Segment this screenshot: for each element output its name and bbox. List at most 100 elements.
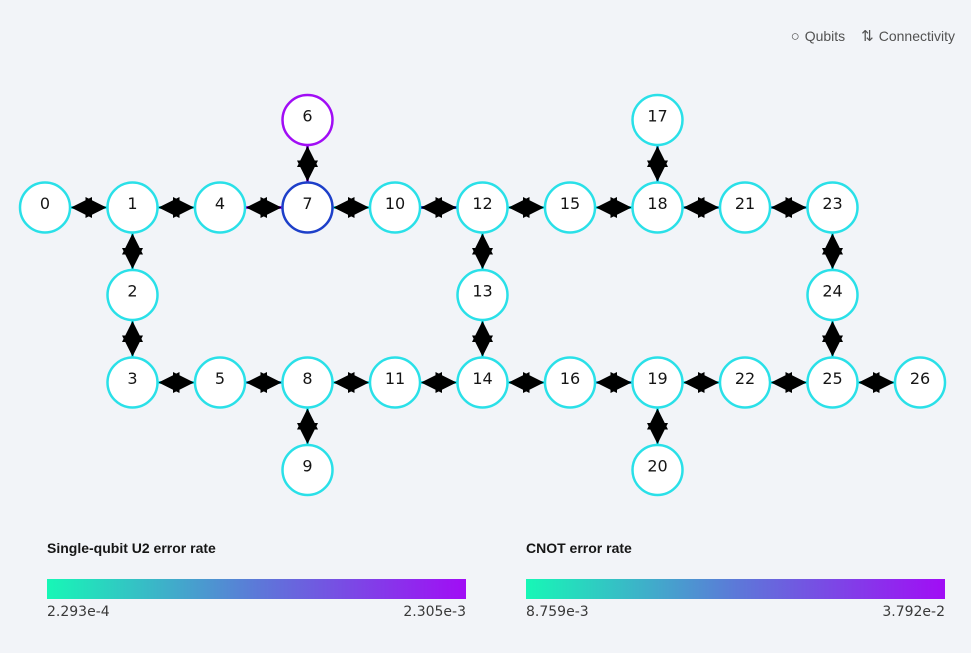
qubit-node-1[interactable]: 1 — [106, 181, 159, 234]
qubit-node-11[interactable]: 11 — [368, 356, 422, 409]
qubit-circle — [368, 181, 422, 234]
qubit-node-6[interactable]: 6 — [281, 93, 334, 147]
cnot-legend-max: 3.792e-2 — [882, 604, 945, 620]
qubit-label: 16 — [560, 369, 580, 388]
qubit-label: 20 — [647, 457, 667, 476]
qubit-node-12[interactable]: 12 — [456, 181, 509, 234]
qubit-label: 0 — [40, 194, 50, 213]
qubit-circle — [631, 356, 684, 409]
qubit-label: 15 — [560, 194, 580, 213]
u2-legend-labels: 2.293e-4 2.305e-3 — [47, 604, 466, 620]
qubit-node-8[interactable]: 8 — [281, 356, 334, 409]
qubit-circle — [543, 356, 597, 409]
qubit-circle — [281, 181, 334, 234]
qubit-node-22[interactable]: 22 — [718, 356, 772, 409]
qubit-label: 8 — [302, 369, 312, 388]
qubit-circle — [718, 356, 772, 409]
qubit-circle — [193, 181, 247, 234]
qubit-label: 19 — [647, 369, 667, 388]
qubit-node-0[interactable]: 0 — [18, 181, 72, 234]
qubit-label: 2 — [127, 282, 137, 301]
links-layer — [71, 146, 894, 444]
qubit-label: 13 — [472, 282, 492, 301]
qubit-circle — [281, 443, 334, 497]
qubit-circle — [631, 443, 684, 497]
qubit-node-5[interactable]: 5 — [193, 356, 247, 409]
qubit-label: 26 — [910, 369, 930, 388]
qubit-node-3[interactable]: 3 — [106, 356, 159, 409]
qubits-toggle-button[interactable]: ○ Qubits — [791, 28, 846, 44]
qubits-toggle-label: Qubits — [804, 28, 846, 44]
qubit-label: 23 — [822, 194, 842, 213]
circle-icon: ○ — [790, 27, 800, 45]
qubit-circle — [718, 181, 772, 234]
u2-legend-max: 2.305e-3 — [403, 604, 466, 620]
cnot-legend-labels: 8.759e-3 3.792e-2 — [526, 604, 945, 620]
qubit-node-13[interactable]: 13 — [456, 268, 509, 322]
qubit-label: 1 — [127, 194, 137, 213]
qubit-circle — [193, 356, 247, 409]
qubit-node-14[interactable]: 14 — [456, 356, 509, 409]
qubit-circle — [806, 268, 859, 322]
qubit-node-25[interactable]: 25 — [806, 356, 859, 409]
cnot-error-legend: CNOT error rate 8.759e-3 3.792e-2 — [526, 540, 945, 620]
qubit-node-24[interactable]: 24 — [806, 268, 859, 322]
up-down-arrows-icon: ⇅ — [861, 27, 874, 45]
qubit-node-21[interactable]: 21 — [718, 181, 772, 234]
qubit-circle — [456, 268, 509, 322]
qubit-label: 6 — [302, 107, 312, 126]
qubit-label: 25 — [822, 369, 842, 388]
qubit-node-18[interactable]: 18 — [631, 181, 684, 234]
qubit-label: 22 — [735, 369, 755, 388]
qubit-label: 4 — [215, 194, 225, 213]
qubit-circle — [368, 356, 422, 409]
qubit-circle — [893, 356, 947, 409]
qubit-node-10[interactable]: 10 — [368, 181, 422, 234]
qubit-node-9[interactable]: 9 — [281, 443, 334, 497]
qubit-circle — [18, 181, 72, 234]
cnot-legend-min: 8.759e-3 — [526, 604, 589, 620]
qubit-label: 9 — [302, 457, 312, 476]
qubit-node-7[interactable]: 7 — [281, 181, 334, 234]
qubit-node-15[interactable]: 15 — [543, 181, 597, 234]
qubit-label: 7 — [302, 194, 312, 213]
qubit-circle — [106, 356, 159, 409]
qubit-node-4[interactable]: 4 — [193, 181, 247, 234]
qubit-label: 12 — [472, 194, 492, 213]
u2-error-legend: Single-qubit U2 error rate 2.293e-4 2.30… — [47, 540, 466, 620]
view-toolbar: ○ Qubits ⇅ Connectivity — [791, 28, 955, 44]
qubit-label: 11 — [385, 369, 405, 388]
qubit-circle — [106, 268, 159, 322]
qubit-node-16[interactable]: 16 — [543, 356, 597, 409]
qubit-label: 18 — [647, 194, 667, 213]
qubit-node-23[interactable]: 23 — [806, 181, 859, 234]
qubit-circle — [456, 356, 509, 409]
qubit-node-2[interactable]: 2 — [106, 268, 159, 322]
qubit-label: 17 — [647, 107, 667, 126]
qubit-circle — [631, 181, 684, 234]
qubit-circle — [106, 181, 159, 234]
qubit-label: 10 — [385, 194, 405, 213]
u2-legend-min: 2.293e-4 — [47, 604, 110, 620]
qubit-label: 14 — [472, 369, 492, 388]
qubit-node-26[interactable]: 26 — [893, 356, 947, 409]
qubit-node-17[interactable]: 17 — [631, 93, 684, 147]
qubit-circle — [281, 93, 334, 147]
cnot-color-scale — [526, 579, 945, 599]
qubit-node-20[interactable]: 20 — [631, 443, 684, 497]
qubit-circle — [806, 181, 859, 234]
qubit-circle — [281, 356, 334, 409]
connectivity-toggle-button[interactable]: ⇅ Connectivity — [861, 28, 955, 44]
qubit-circle — [456, 181, 509, 234]
qubit-label: 5 — [215, 369, 225, 388]
qubit-label: 21 — [735, 194, 755, 213]
qubit-circle — [631, 93, 684, 147]
qubit-circle — [543, 181, 597, 234]
connectivity-toggle-label: Connectivity — [878, 28, 955, 44]
qubit-node-19[interactable]: 19 — [631, 356, 684, 409]
qubit-label: 24 — [822, 282, 842, 301]
cnot-legend-title: CNOT error rate — [526, 540, 632, 556]
qubit-circle — [806, 356, 859, 409]
